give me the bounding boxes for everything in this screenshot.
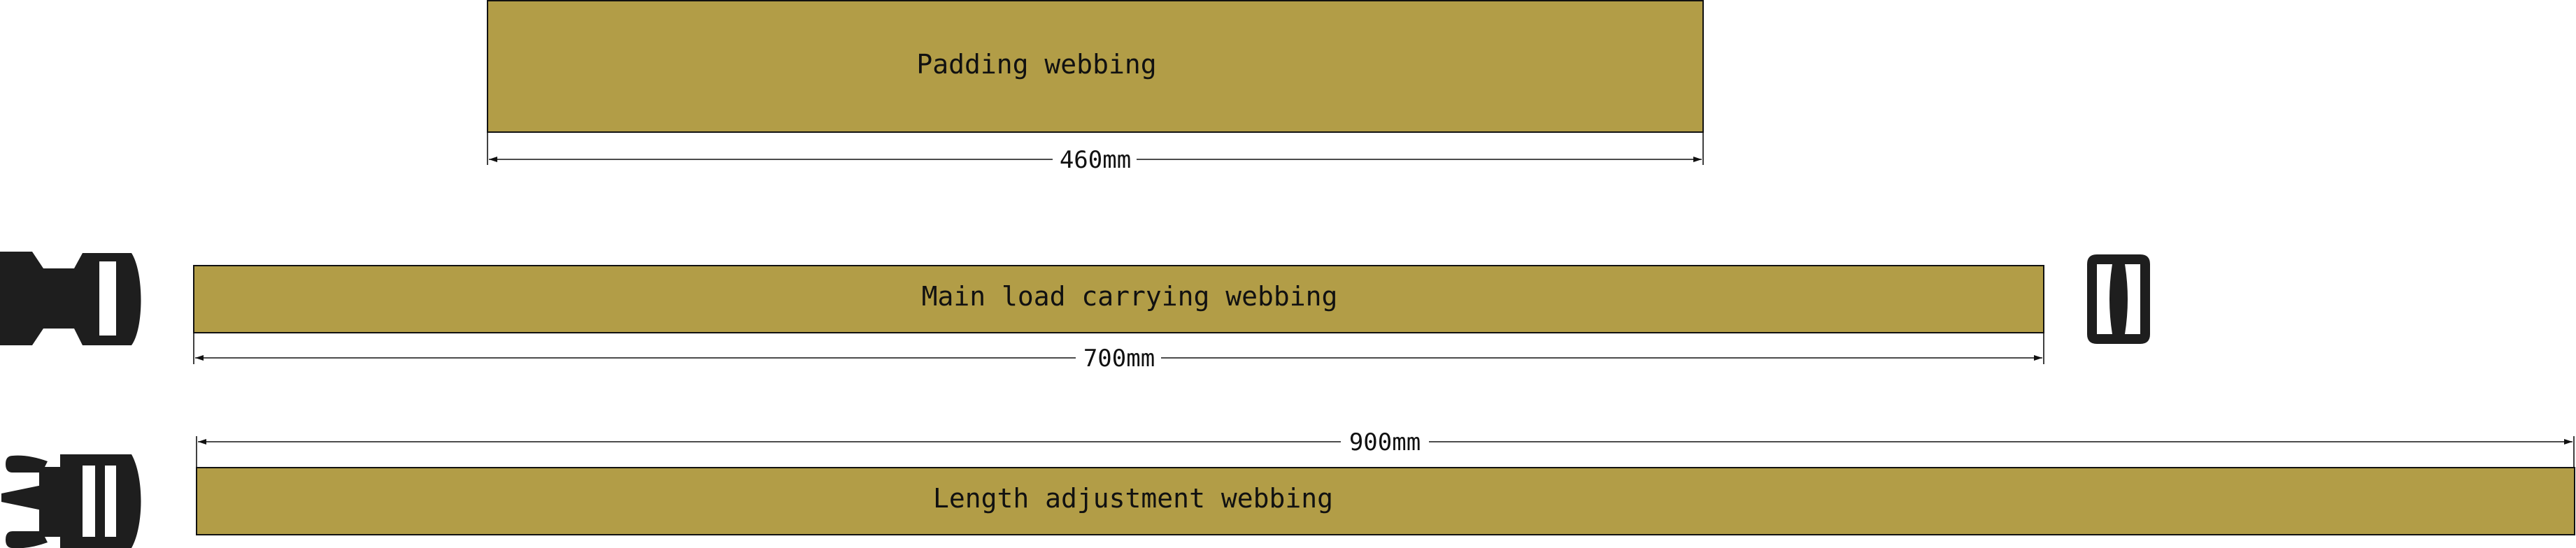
main-webbing-label: Main load carrying webbing: [922, 281, 1338, 312]
padding-length-value: 460mm: [1060, 146, 1131, 174]
main-length-dimension: 700mm: [193, 333, 2044, 373]
padding-webbing-label: Padding webbing: [916, 49, 1156, 80]
tri-glide-icon: [2087, 254, 2150, 344]
buckle-female-icon: [1, 454, 141, 548]
main-length-value: 700mm: [1083, 345, 1155, 373]
adjust-webbing: Length adjustment webbing: [196, 467, 2575, 535]
main-webbing: Main load carrying webbing: [193, 265, 2044, 333]
adjust-webbing-label: Length adjustment webbing: [933, 483, 1333, 514]
adjust-webbing-strap: [196, 467, 2575, 535]
adjust-length-dimension: 900mm: [196, 428, 2575, 468]
main-webbing-strap: [193, 265, 2044, 333]
adjust-length-value: 900mm: [1349, 428, 1421, 456]
padding-webbing-strap: [487, 0, 1704, 133]
padding-length-dimension: 460mm: [487, 132, 1704, 174]
buckle-male-icon: [0, 252, 141, 345]
padding-webbing: Padding webbing: [487, 0, 1704, 133]
